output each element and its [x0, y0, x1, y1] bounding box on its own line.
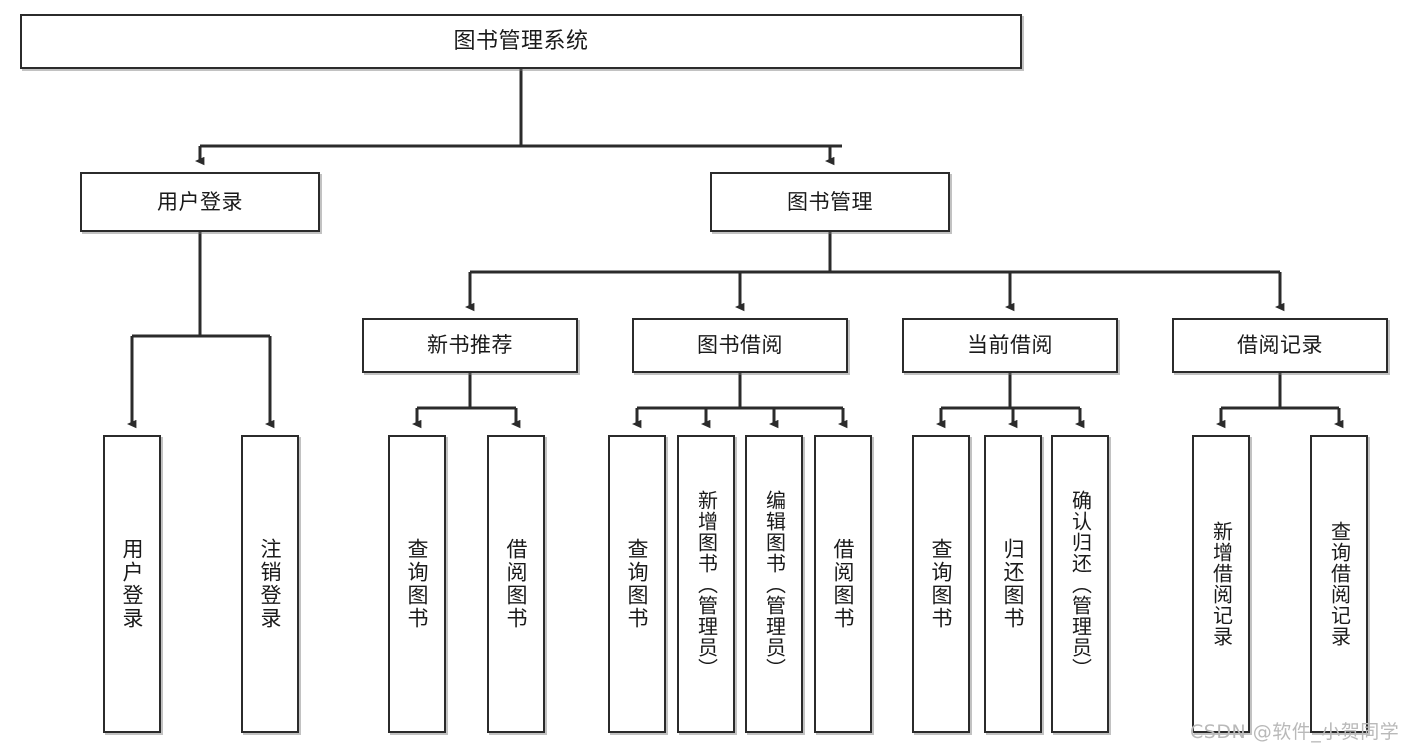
node-book-manage-label: 图书管理: [787, 189, 873, 214]
node-leaf-query-book-3[interactable]: 查询图书: [912, 435, 970, 733]
node-new-book-rec[interactable]: 新书推荐: [362, 318, 578, 373]
node-leaf-borrow-book-2[interactable]: 借阅图书: [814, 435, 872, 733]
node-leaf-add-book-label: 新增图书（管理员）: [694, 489, 719, 679]
node-root[interactable]: 图书管理系统: [20, 14, 1022, 69]
node-leaf-query-book-2-label: 查询图书: [625, 538, 650, 630]
node-leaf-return-book[interactable]: 归还图书: [984, 435, 1042, 733]
node-leaf-confirm-return[interactable]: 确认归还（管理员）: [1051, 435, 1109, 733]
node-leaf-query-record-label: 查询借阅记录: [1327, 521, 1352, 647]
node-leaf-logout-label: 注销登录: [258, 538, 283, 630]
node-leaf-edit-book-label: 编辑图书（管理员）: [762, 489, 787, 679]
node-leaf-borrow-book-2-label: 借阅图书: [831, 538, 856, 630]
csdn-watermark: CSDN @软件_小贺同学: [1190, 721, 1400, 743]
node-leaf-add-book[interactable]: 新增图书（管理员）: [677, 435, 735, 733]
node-book-borrow-label: 图书借阅: [697, 333, 783, 358]
node-current-borrow-label: 当前借阅: [967, 333, 1053, 358]
node-book-manage[interactable]: 图书管理: [710, 172, 950, 232]
node-leaf-user-login[interactable]: 用户登录: [103, 435, 161, 733]
node-borrow-record[interactable]: 借阅记录: [1172, 318, 1388, 373]
node-leaf-borrow-book-1[interactable]: 借阅图书: [487, 435, 545, 733]
node-user-login-label: 用户登录: [157, 189, 243, 214]
node-leaf-add-record[interactable]: 新增借阅记录: [1192, 435, 1250, 733]
node-root-label: 图书管理系统: [453, 28, 589, 54]
node-leaf-add-record-label: 新增借阅记录: [1209, 521, 1234, 647]
node-new-book-rec-label: 新书推荐: [427, 333, 513, 358]
node-borrow-record-label: 借阅记录: [1237, 333, 1323, 358]
node-leaf-borrow-book-1-label: 借阅图书: [504, 538, 529, 630]
node-leaf-edit-book[interactable]: 编辑图书（管理员）: [745, 435, 803, 733]
node-user-login[interactable]: 用户登录: [80, 172, 320, 232]
node-leaf-return-book-label: 归还图书: [1001, 538, 1026, 630]
node-book-borrow[interactable]: 图书借阅: [632, 318, 848, 373]
node-current-borrow[interactable]: 当前借阅: [902, 318, 1118, 373]
node-leaf-query-book-1-label: 查询图书: [405, 538, 430, 630]
node-leaf-query-book-3-label: 查询图书: [929, 538, 954, 630]
node-leaf-user-login-label: 用户登录: [120, 538, 145, 630]
node-leaf-logout[interactable]: 注销登录: [241, 435, 299, 733]
node-leaf-query-book-2[interactable]: 查询图书: [608, 435, 666, 733]
node-leaf-query-record[interactable]: 查询借阅记录: [1310, 435, 1368, 733]
node-leaf-confirm-return-label: 确认归还（管理员）: [1068, 489, 1093, 679]
node-leaf-query-book-1[interactable]: 查询图书: [388, 435, 446, 733]
